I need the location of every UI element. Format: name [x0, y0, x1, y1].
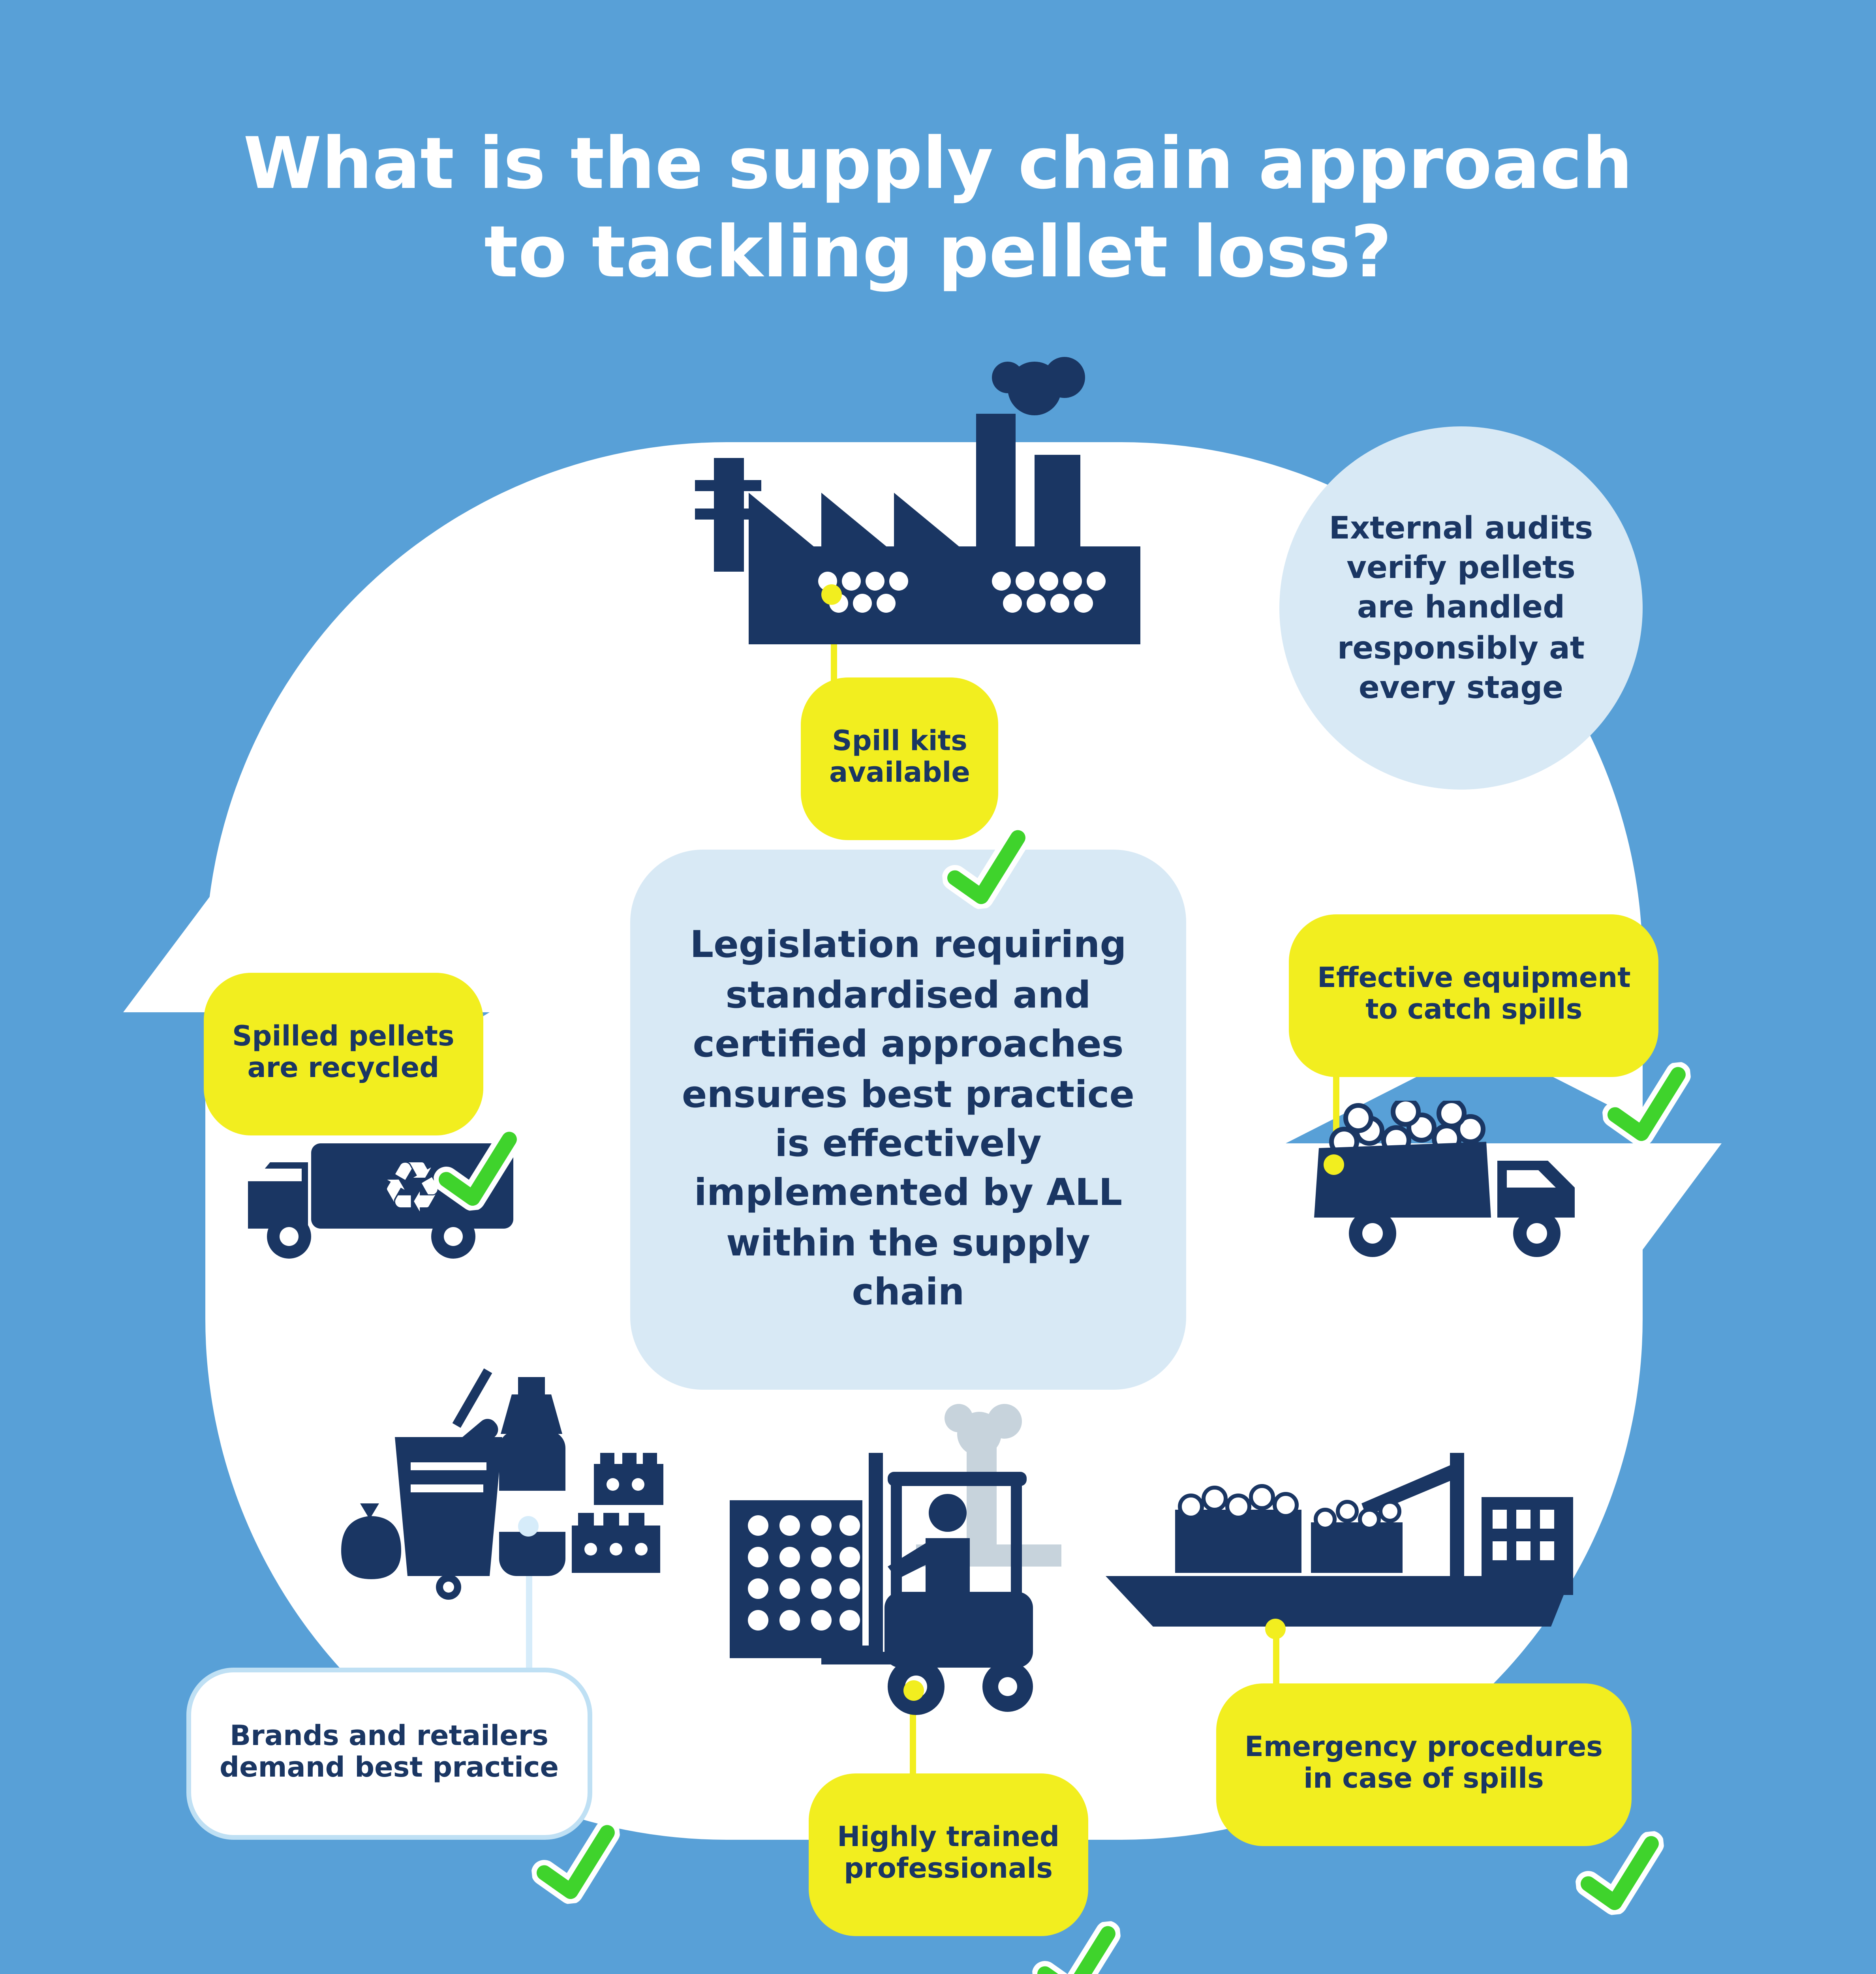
factory-icon	[651, 357, 1175, 670]
recycling-truck-icon: ♻	[232, 1112, 526, 1263]
connector-dot-bottle	[518, 1516, 539, 1537]
waste-bin-bottle-bricks-icon	[332, 1342, 670, 1604]
connector-dot-forklift	[903, 1680, 924, 1701]
highly-trained-label: Highly trained professionals	[837, 1822, 1060, 1886]
emergency-label: Emergency procedures in case of spills	[1245, 1732, 1603, 1796]
page-title-line2: to tackling pellet loss?	[484, 210, 1392, 294]
connector-line-emergency	[1273, 1636, 1279, 1683]
external-audits-circle: External audits verify pellets are handl…	[1279, 426, 1643, 790]
spilled-pellets-label: Spilled pellets are recycled	[232, 1021, 454, 1086]
legislation-center-text: Legislation requiring standardised and c…	[682, 922, 1135, 1315]
page-title-line1: What is the supply chain approach	[243, 122, 1633, 205]
highly-trained-callout: Highly trained professionals	[809, 1773, 1121, 1974]
spill-kits-label: Spill kits available	[829, 726, 970, 790]
check-icon	[1567, 1797, 1667, 1914]
page-title: What is the supply chain approach to tac…	[0, 120, 1876, 296]
connector-dot-ship	[1265, 1619, 1286, 1639]
check-icon	[425, 1092, 525, 1210]
forklift-icon	[727, 1399, 1093, 1734]
external-audits-text: External audits verify pellets are handl…	[1329, 509, 1593, 706]
connector-line-trained	[910, 1699, 916, 1773]
check-icon	[1595, 1028, 1695, 1145]
spill-kits-callout: Spill kits available	[801, 677, 1031, 908]
cargo-ship-port-icon	[1102, 1450, 1579, 1664]
legislation-center-box: Legislation requiring standardised and c…	[630, 850, 1186, 1390]
check-icon	[935, 791, 1034, 908]
connector-dot-factory	[821, 584, 842, 605]
connector-dot-truck	[1324, 1154, 1344, 1175]
effective-equipment-label: Effective equipment to catch spills	[1317, 963, 1631, 1027]
brands-callout: Brands and retailers demand best practic…	[186, 1668, 620, 1903]
emergency-callout: Emergency procedures in case of spills	[1216, 1683, 1664, 1914]
spilled-pellets-callout: Spilled pellets are recycled	[204, 973, 522, 1210]
recycle-symbol: ♻	[381, 1147, 443, 1228]
dump-truck-icon	[1306, 1101, 1600, 1260]
check-icon	[523, 1786, 623, 1903]
effective-equipment-callout: Effective equipment to catch spills	[1289, 914, 1692, 1145]
check-icon	[1024, 1887, 1123, 1974]
brands-label: Brands and retailers demand best practic…	[220, 1721, 559, 1785]
